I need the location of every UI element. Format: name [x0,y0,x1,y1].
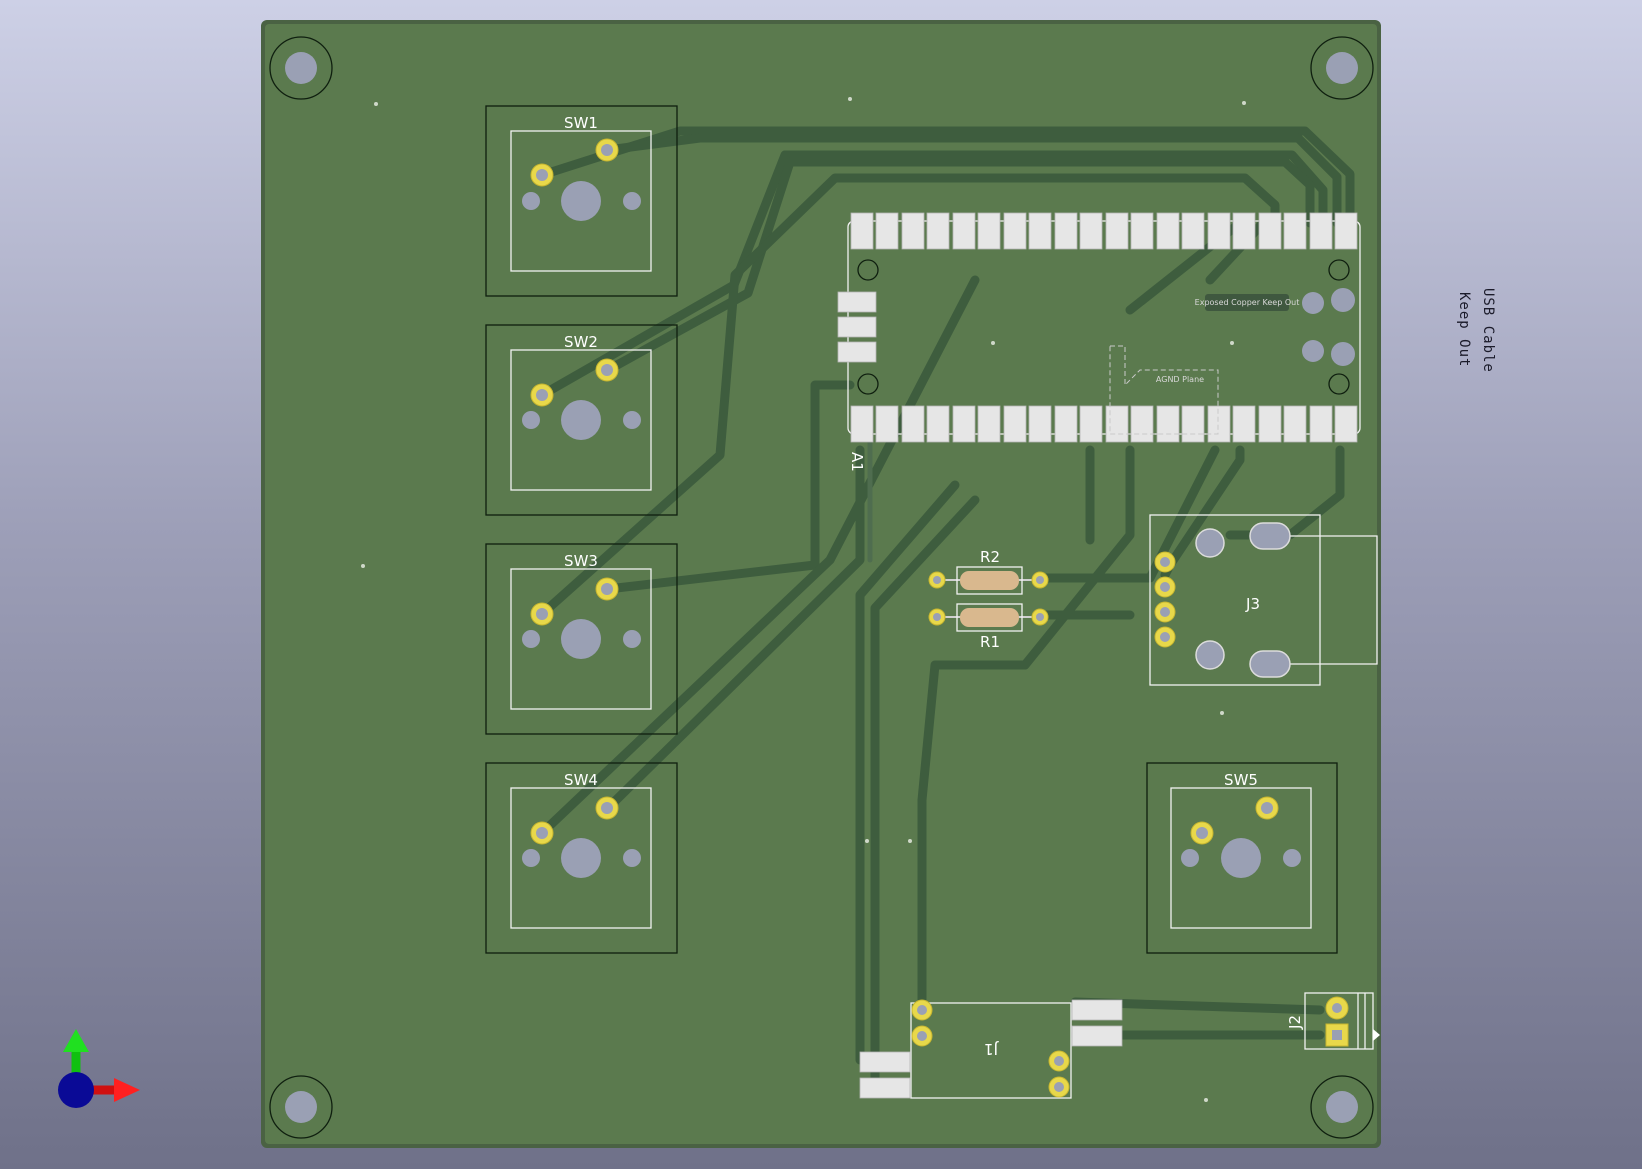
switch-sw5[interactable]: SW5 [1146,762,1338,954]
usb-cable-note-line1: USB Cable [1480,288,1496,373]
j2-reference: J2 [1286,1015,1304,1030]
j3-reference: J3 [1245,595,1260,613]
j1-reference: J1 [984,1040,999,1058]
sw5-reference: SW5 [1224,771,1258,789]
a1-bottom-pads [850,405,1358,443]
sw1-reference: SW1 [564,114,598,132]
switch-sw3[interactable]: SW3 [485,543,678,735]
agnd-plane-label: AGND Plane [1156,375,1204,384]
switch-sw4[interactable]: SW4 [485,762,678,954]
sw4-reference: SW4 [564,771,598,789]
switch-sw2[interactable]: SW2 [485,324,678,516]
exposed-copper-label: Exposed Copper Keep Out [1195,298,1300,307]
exposed-copper-area [1205,294,1289,311]
a1-reference: A1 [848,452,866,472]
sw2-reference: SW2 [564,333,598,351]
r2-reference: R2 [980,548,1000,566]
mounting-holes [269,36,1374,1139]
resistor-r1[interactable]: R1 [928,603,1049,651]
connector-j2[interactable]: J2 [1286,992,1380,1050]
board-surface [265,24,1377,1144]
vias [361,97,1246,1102]
resistor-r2[interactable]: R2 [928,548,1049,595]
a1-debug-pads [837,291,877,363]
sw3-reference: SW3 [564,552,598,570]
switch-sw1[interactable]: SW1 [485,105,678,297]
y-axis-arrow-icon [63,1029,89,1052]
z-axis-dot-icon [58,1072,94,1108]
r1-reference: R1 [980,633,1000,651]
x-axis-arrow-icon [114,1078,140,1102]
axis-orientation-gizmo [58,1029,140,1108]
connector-j3[interactable]: J3 [1149,514,1378,686]
a1-top-pads [850,212,1358,250]
module-a1[interactable]: Exposed Copper Keep Out AGND Plane A1 [837,212,1361,472]
connector-j1[interactable]: J1 [859,999,1123,1099]
usb-cable-note-line2: Keep Out [1456,292,1472,368]
